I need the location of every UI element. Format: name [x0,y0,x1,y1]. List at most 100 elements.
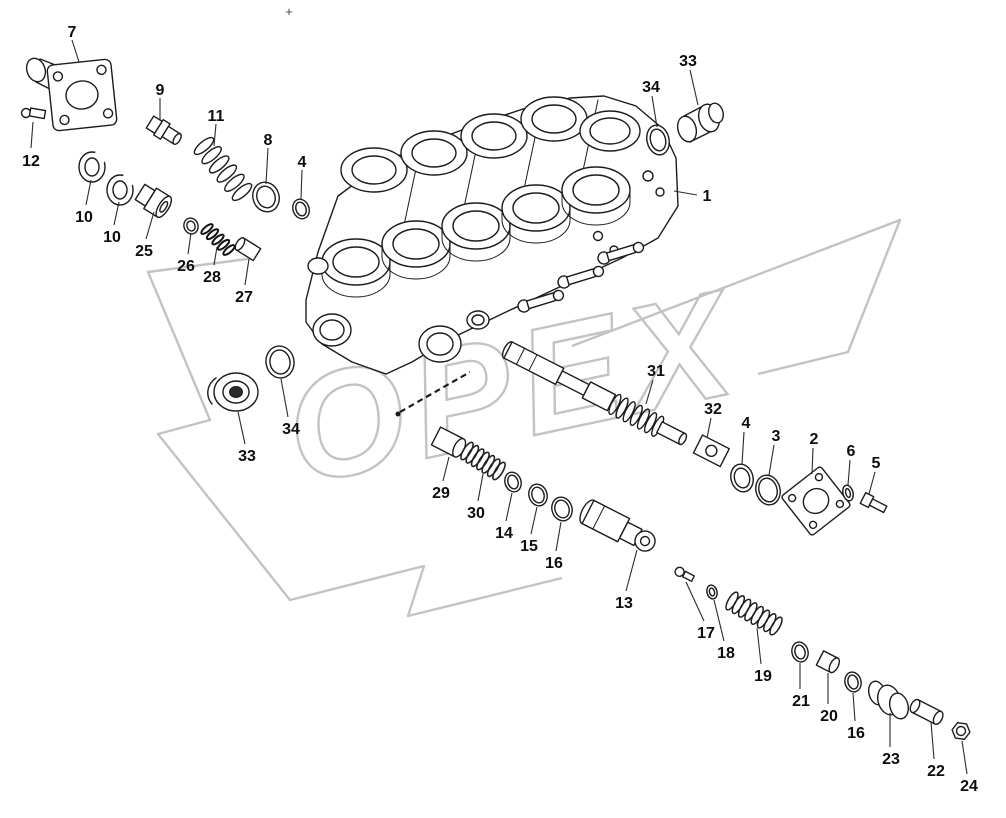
part-number-32: 32 [704,401,722,418]
part-o-ring-34-top [646,124,670,156]
part-number-10: 10 [75,209,93,226]
part-nut-24 [951,721,971,741]
part-cylinder-22 [909,698,944,725]
part-number-16: 16 [847,725,865,742]
part-o-ring-21 [791,641,809,663]
leader-line-part-7 [71,39,80,63]
part-number-20: 20 [820,708,838,725]
part-number-34: 34 [642,79,660,96]
part-cap-23 [867,680,910,720]
leader-line-part-4 [300,169,303,200]
part-number-30: 30 [467,505,485,522]
part-number-5: 5 [872,455,881,472]
part-spool-31 [501,341,688,446]
part-number-24: 24 [960,778,978,795]
part-spring-19 [725,591,783,636]
front-face-ports [307,257,490,363]
leader-line-part-22 [930,721,935,760]
leader-line-part-28 [213,246,218,266]
leader-line-part-4 [741,431,745,465]
leader-line-part-3 [768,444,775,476]
part-number-16: 16 [545,555,563,572]
part-washer-6 [842,484,854,502]
part-piston-20 [815,650,841,674]
part-sleeve-9 [145,115,182,145]
part-spring-11 [193,136,253,202]
leader-line-part-2 [811,447,814,475]
part-number-1: 1 [703,188,712,205]
valve-body [305,95,679,375]
part-number-9: 9 [156,82,165,99]
leader-line-part-26 [187,232,192,255]
leader-line-part-13 [625,549,638,592]
part-number-6: 6 [847,443,856,460]
part-number-10: 10 [103,229,121,246]
part-number-7: 7 [68,24,77,41]
part-plunger-27 [234,237,262,262]
leader-line-part-17 [685,581,705,622]
port-towers-back-row [340,96,641,193]
leader-line-part-31 [645,379,654,405]
part-number-33: 33 [238,448,256,465]
leader-line-part-29 [442,456,450,482]
part-number-15: 15 [520,538,538,555]
leader-line-part-34 [280,378,289,418]
part-number-12: 12 [22,153,40,170]
leader-line-part-33 [237,411,246,445]
leader-line-part-8 [265,147,269,185]
corner-mark: + [285,4,293,19]
part-o-ring-4-top [292,198,310,220]
part-end-plate-2 [781,466,851,536]
part-number-19: 19 [754,668,772,685]
watermark-swoosh-top-right [571,218,902,376]
dashed-centerline [395,371,471,417]
part-number-4: 4 [298,154,307,171]
part-number-25: 25 [135,243,153,260]
part-spring-30 [460,441,506,481]
part-o-ring-3 [755,474,781,506]
part-bolt-12 [20,107,47,120]
leader-line-part-10 [113,201,120,226]
leader-line-part-30 [477,473,484,502]
part-number-17: 17 [697,625,715,642]
end-face-details [592,170,665,255]
part-washer-18 [706,584,718,600]
part-o-ring-16a [551,496,573,522]
leader-line-part-33 [689,69,699,106]
part-number-33: 33 [679,53,697,70]
leader-line-part-10 [85,179,92,206]
part-number-3: 3 [772,428,781,445]
part-number-26: 26 [177,258,195,275]
leader-line-part-6 [847,459,851,486]
part-number-23: 23 [882,751,900,768]
part-cap-33-top [676,102,724,143]
leader-line-part-12 [30,121,34,149]
part-number-21: 21 [792,693,810,710]
part-o-ring-4-right [730,463,754,493]
clevis-lever-3 [597,241,645,265]
leader-line-part-25 [145,211,155,240]
watermark-swoosh-bottom-left [146,256,563,618]
leader-line-part-18 [713,599,725,642]
part-number-28: 28 [203,269,221,286]
leader-line-part-5 [868,471,876,495]
port-towers-front-row [321,166,631,298]
leader-line-part-32 [706,417,712,439]
part-valve-section-13 [579,499,656,552]
part-bolt-5 [859,491,888,514]
part-number-29: 29 [432,485,450,502]
part-spring-28 [200,223,236,256]
clevis-lever-1 [517,289,565,313]
part-o-ring-34-left [265,345,295,379]
clevis-lever-2 [557,265,605,289]
part-bushing-25 [134,183,173,219]
part-o-ring-15 [528,483,548,507]
part-number-4: 4 [742,415,751,432]
part-number-31: 31 [647,363,665,380]
part-number-8: 8 [264,132,273,149]
leader-line-part-1 [673,190,698,196]
part-snap-ring-10b [106,171,137,206]
